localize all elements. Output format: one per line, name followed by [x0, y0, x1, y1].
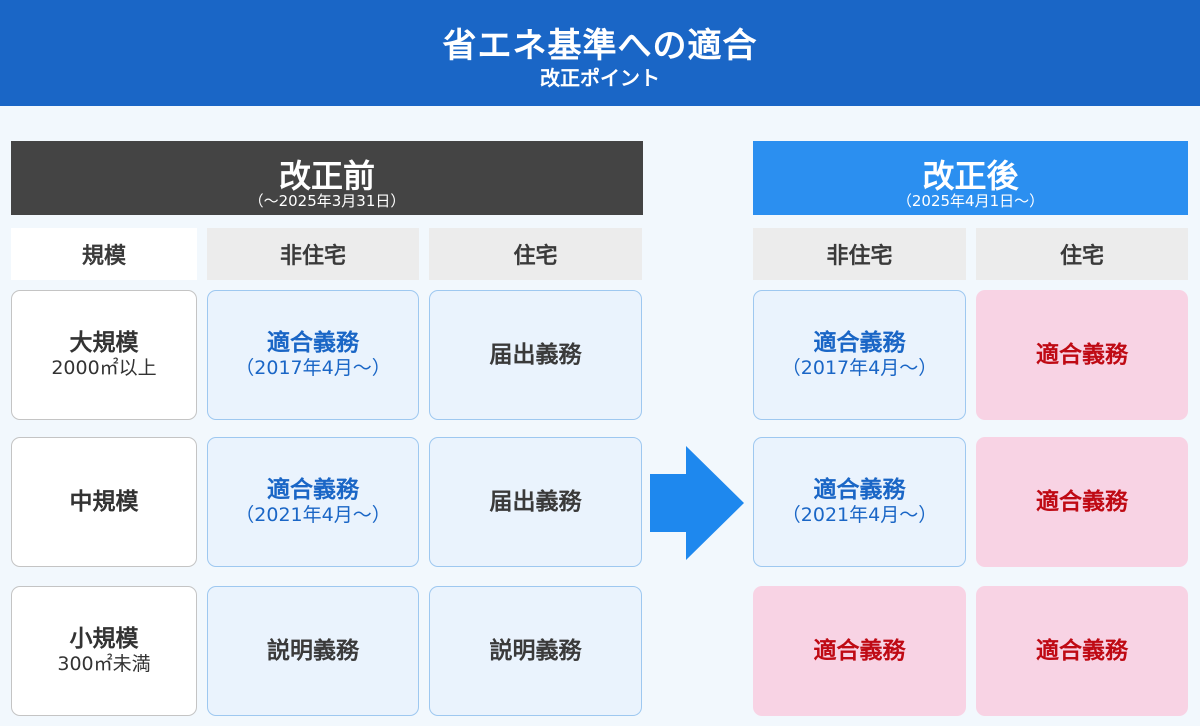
obligation-label: 適合義務 [813, 477, 906, 504]
after-nonres-large-cell: 適合義務 （2017年4月〜） [753, 290, 966, 420]
obligation-start: （2017年4月〜） [235, 356, 391, 379]
obligation-label: 適合義務 [813, 330, 906, 357]
obligation-label: 適合義務 [267, 330, 359, 357]
obligation-label: 届出義務 [489, 341, 582, 368]
obligation-label: 説明義務 [267, 637, 359, 664]
before-res-large-cell: 届出義務 [429, 290, 642, 420]
scale-name: 小規模 [69, 626, 139, 653]
before-nonres-large-cell: 適合義務 （2017年4月〜） [207, 290, 419, 420]
before-res-medium-cell: 届出義務 [429, 437, 642, 567]
before-revision-banner: 改正前 （〜2025年3月31日） [11, 141, 643, 215]
obligation-start: （2021年4月〜） [235, 503, 391, 526]
page-title: 省エネ基準への適合 [442, 26, 758, 66]
column-header-after-nonres: 非住宅 [753, 228, 966, 280]
header-band: 省エネ基準への適合 改正ポイント [0, 0, 1200, 106]
scale-threshold: 2000㎡以上 [51, 356, 157, 379]
after-revision-period: （2025年4月1日〜） [896, 192, 1045, 210]
obligation-label: 届出義務 [489, 488, 582, 515]
page-subtitle: 改正ポイント [540, 66, 660, 90]
column-header-after-res: 住宅 [976, 228, 1188, 280]
after-nonres-medium-cell: 適合義務 （2021年4月〜） [753, 437, 966, 567]
arrow-right-icon [650, 446, 744, 560]
obligation-label: 適合義務 [813, 637, 906, 664]
after-res-small-cell: 適合義務 [976, 586, 1188, 716]
row-medium-scale-label: 中規模 [11, 437, 197, 567]
after-res-large-cell: 適合義務 [976, 290, 1188, 420]
obligation-label: 適合義務 [1036, 341, 1128, 368]
after-revision-title: 改正後 [922, 157, 1019, 195]
scale-threshold: 300㎡未満 [57, 652, 151, 675]
obligation-start: （2021年4月〜） [781, 503, 938, 526]
obligation-label: 説明義務 [489, 637, 582, 664]
obligation-start: （2017年4月〜） [781, 356, 938, 379]
column-header-before-res: 住宅 [429, 228, 642, 280]
before-nonres-medium-cell: 適合義務 （2021年4月〜） [207, 437, 419, 567]
scale-name: 中規模 [69, 488, 139, 515]
after-nonres-small-cell: 適合義務 [753, 586, 966, 716]
before-res-small-cell: 説明義務 [429, 586, 642, 716]
before-revision-title: 改正前 [278, 157, 375, 195]
obligation-label: 適合義務 [267, 477, 359, 504]
row-large-scale-label: 大規模 2000㎡以上 [11, 290, 197, 420]
before-nonres-small-cell: 説明義務 [207, 586, 419, 716]
after-res-medium-cell: 適合義務 [976, 437, 1188, 567]
obligation-label: 適合義務 [1036, 637, 1128, 664]
before-revision-period: （〜2025年3月31日） [248, 192, 406, 210]
row-small-scale-label: 小規模 300㎡未満 [11, 586, 197, 716]
scale-name: 大規模 [69, 330, 139, 357]
column-header-scale: 規模 [11, 228, 197, 280]
column-header-before-nonres: 非住宅 [207, 228, 419, 280]
obligation-label: 適合義務 [1036, 488, 1128, 515]
after-revision-banner: 改正後 （2025年4月1日〜） [753, 141, 1188, 215]
